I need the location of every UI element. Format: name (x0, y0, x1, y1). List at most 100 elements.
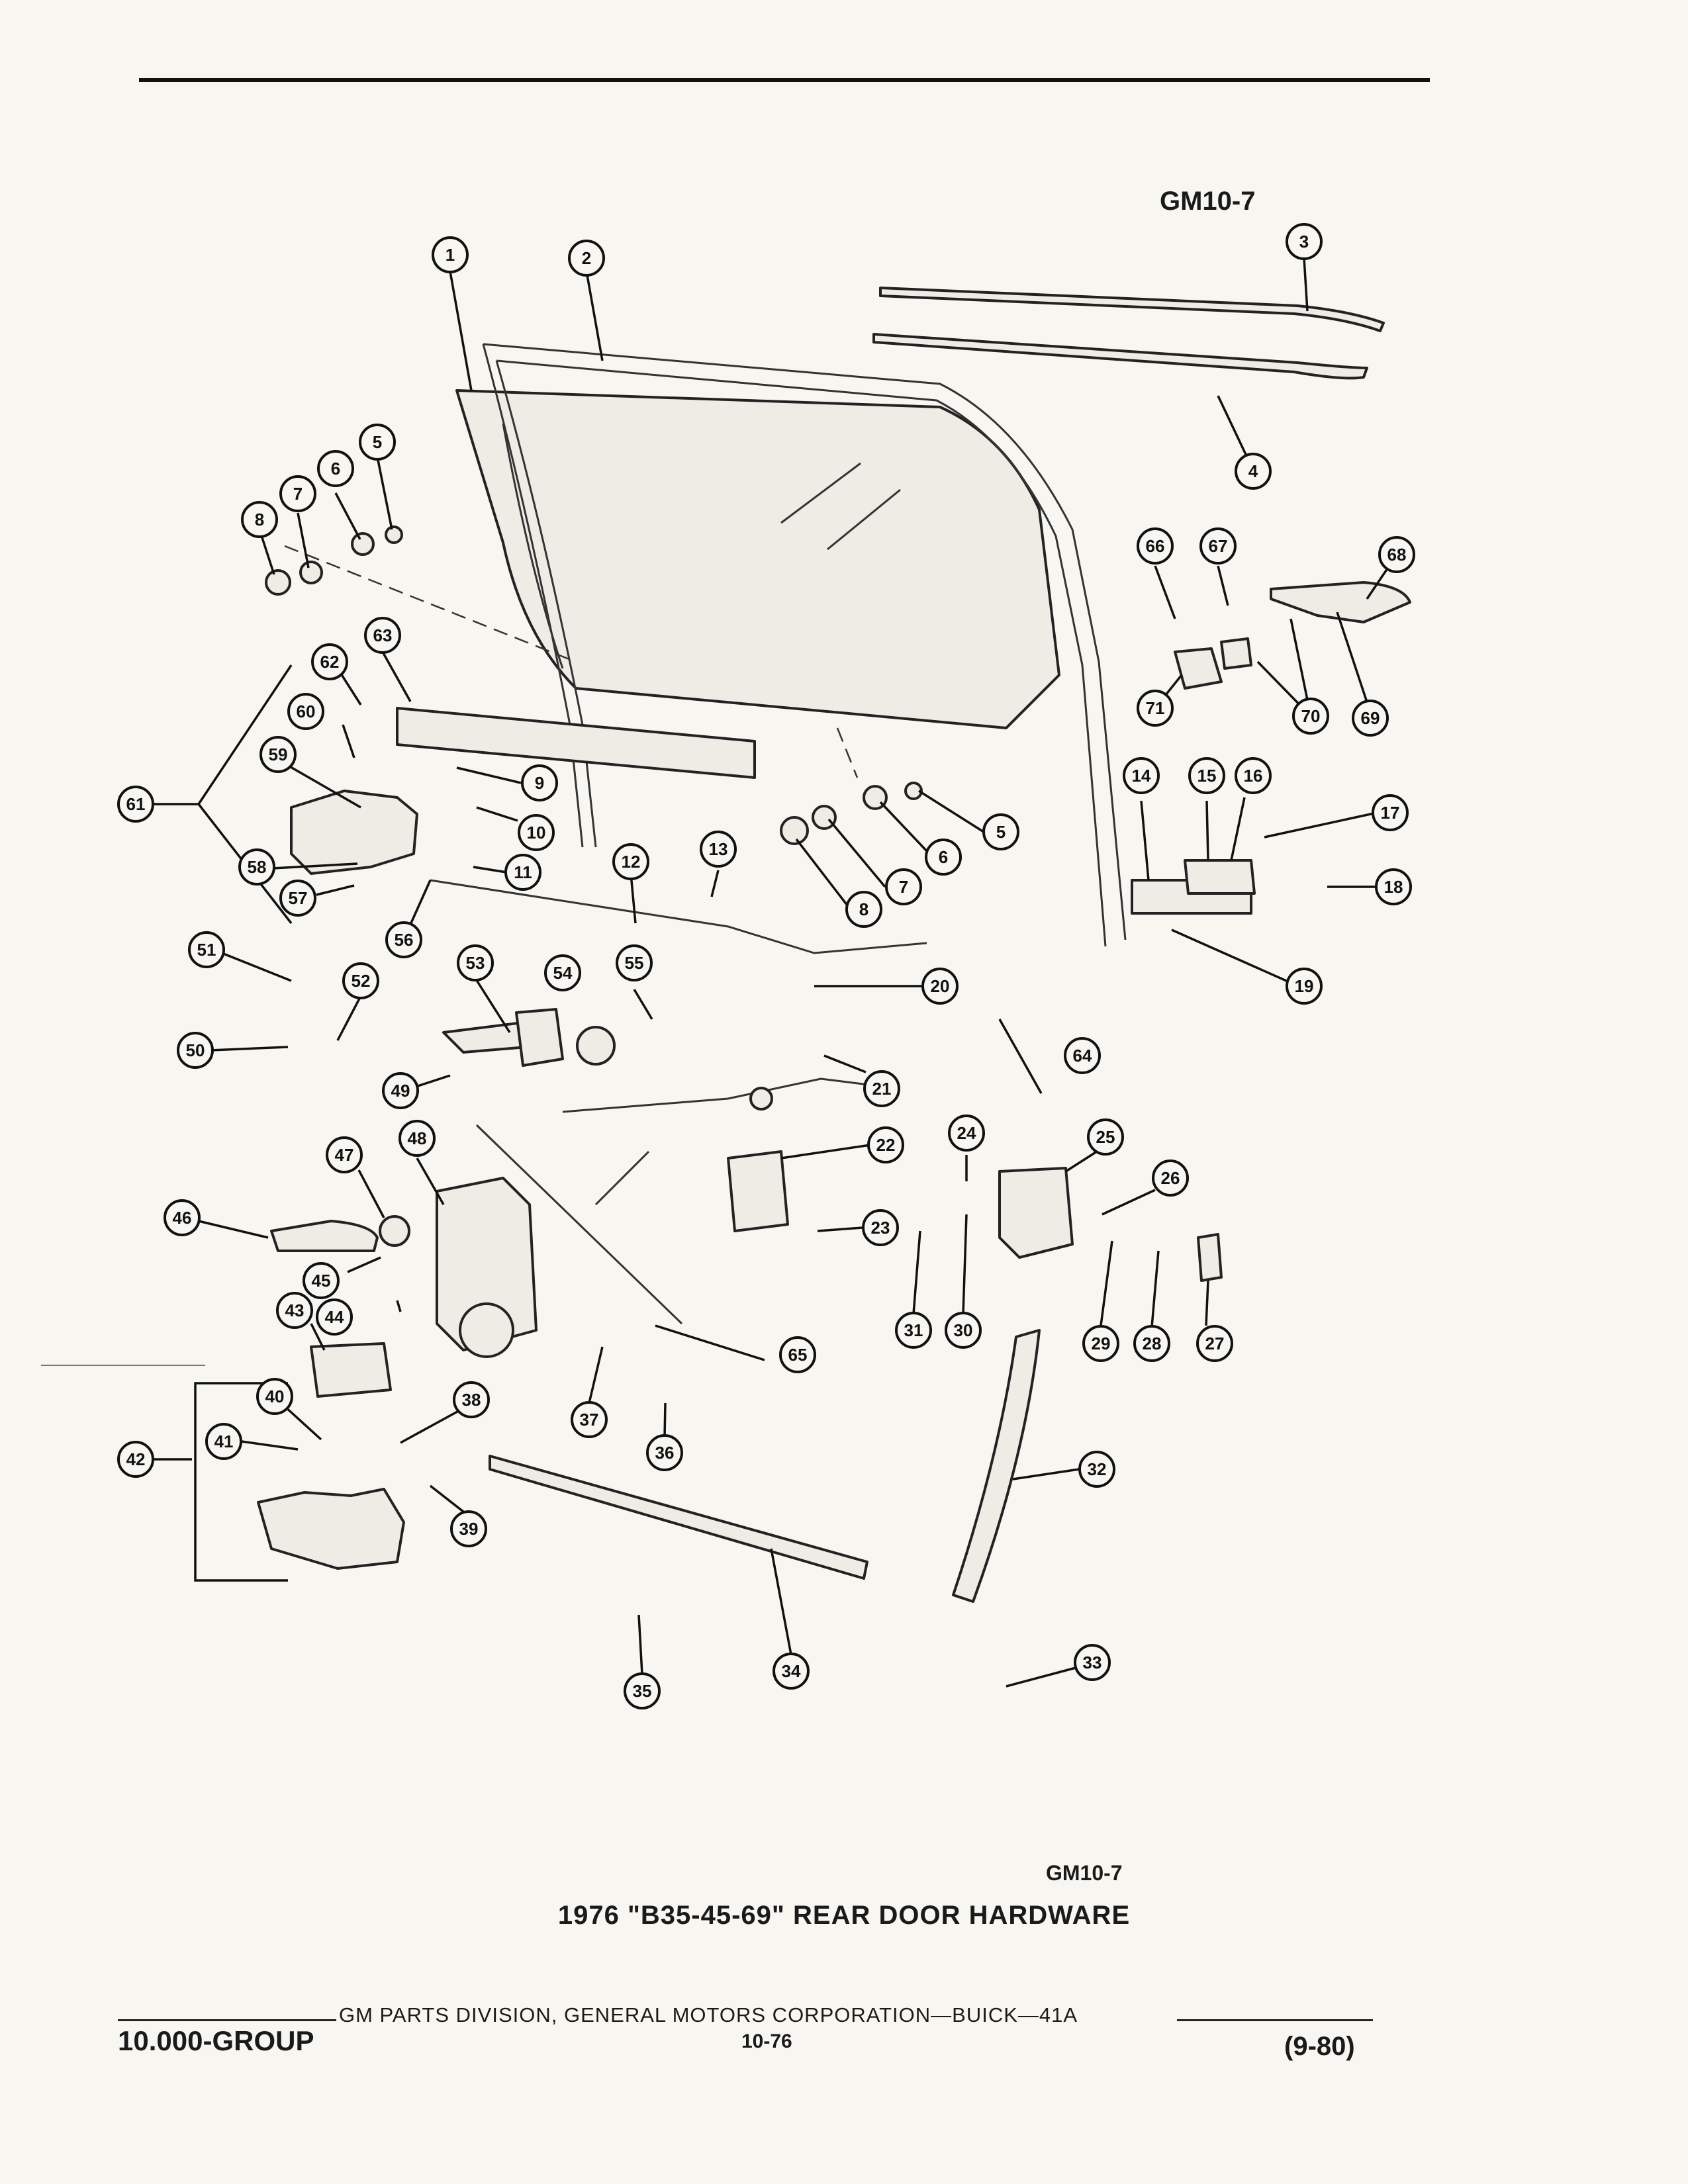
svg-text:28: 28 (1143, 1334, 1162, 1353)
svg-text:8: 8 (255, 510, 264, 529)
svg-text:20: 20 (931, 976, 950, 996)
svg-text:6: 6 (939, 847, 948, 867)
svg-text:68: 68 (1387, 545, 1407, 565)
callout-17: 17 (1372, 794, 1409, 831)
svg-text:17: 17 (1381, 803, 1400, 823)
roller-5 (385, 525, 403, 544)
svg-text:43: 43 (285, 1300, 305, 1320)
svg-text:62: 62 (320, 652, 340, 672)
callout-29: 29 (1082, 1325, 1119, 1362)
callout-19: 19 (1286, 968, 1323, 1005)
callout-54: 54 (544, 954, 581, 991)
callout-51: 51 (188, 931, 225, 968)
door-check (310, 1342, 392, 1398)
svg-text:32: 32 (1088, 1459, 1107, 1479)
callout-15: 15 (1188, 757, 1225, 794)
callout-58: 58 (238, 848, 275, 886)
svg-text:48: 48 (408, 1128, 427, 1148)
callout-46: 46 (164, 1199, 201, 1236)
callout-16: 16 (1235, 757, 1272, 794)
handle-escutcheon (576, 1026, 616, 1066)
callout-33: 33 (1074, 1644, 1111, 1681)
callout-47: 47 (326, 1136, 363, 1173)
svg-text:15: 15 (1197, 766, 1217, 786)
svg-text:34: 34 (782, 1661, 801, 1681)
callout-24: 24 (948, 1115, 985, 1152)
svg-text:51: 51 (197, 940, 216, 960)
svg-text:21: 21 (872, 1079, 892, 1099)
callout-43: 43 (276, 1292, 313, 1329)
svg-text:63: 63 (373, 625, 393, 645)
svg-text:5: 5 (373, 432, 382, 452)
callout-59: 59 (259, 736, 297, 773)
svg-text:59: 59 (269, 745, 288, 764)
bracket-42 (194, 1382, 288, 1582)
window-regulator (436, 1177, 538, 1351)
leader-lines (152, 257, 1393, 1688)
callout-71: 71 (1137, 690, 1174, 727)
callout-22: 22 (867, 1126, 904, 1163)
svg-text:35: 35 (633, 1681, 652, 1701)
callout-63: 63 (364, 617, 401, 654)
svg-text:31: 31 (904, 1320, 923, 1340)
callout-64: 64 (1064, 1037, 1101, 1074)
footer-page-number: 10-76 (741, 2030, 792, 2052)
footer-group: 10.000-GROUP (118, 2025, 314, 2056)
callout-5-lower: 5 (982, 813, 1019, 850)
svg-text:29: 29 (1092, 1334, 1111, 1353)
callout-13: 13 (700, 831, 737, 868)
upper-hinge (290, 790, 418, 875)
svg-text:11: 11 (514, 862, 532, 882)
svg-text:45: 45 (312, 1271, 331, 1291)
bracket-61 (197, 664, 293, 925)
svg-text:24: 24 (957, 1123, 976, 1143)
svg-text:14: 14 (1132, 766, 1151, 786)
callout-42: 42 (117, 1441, 154, 1478)
callout-7-lower: 7 (885, 868, 922, 905)
callout-38: 38 (453, 1381, 490, 1418)
callout-2: 2 (568, 240, 605, 277)
callout-26: 26 (1152, 1160, 1189, 1197)
svg-text:67: 67 (1209, 536, 1228, 556)
svg-text:1: 1 (445, 245, 455, 265)
svg-text:50: 50 (186, 1040, 205, 1060)
side-rule (41, 1365, 205, 1366)
header-rule (139, 78, 1430, 82)
callout-11: 11 (504, 854, 541, 891)
svg-text:54: 54 (553, 963, 573, 983)
roller-6 (351, 532, 375, 556)
callout-69: 69 (1352, 700, 1389, 737)
rear-run-channel (952, 1329, 1041, 1603)
window-crank (270, 1220, 379, 1252)
glass-lift-channel (396, 707, 756, 779)
callout-23: 23 (862, 1209, 899, 1246)
callout-30: 30 (945, 1312, 982, 1349)
callout-57: 57 (279, 880, 316, 917)
callout-55: 55 (616, 944, 653, 981)
svg-text:27: 27 (1205, 1334, 1225, 1353)
svg-text:13: 13 (709, 839, 728, 859)
svg-text:5: 5 (996, 822, 1006, 842)
footer-date: (9-80) (1284, 2032, 1355, 2061)
callout-60: 60 (287, 693, 324, 730)
callout-7-upper: 7 (279, 475, 316, 512)
svg-text:53: 53 (466, 953, 485, 973)
callout-52: 52 (342, 962, 379, 999)
svg-text:70: 70 (1301, 706, 1321, 726)
callout-53: 53 (457, 944, 494, 981)
callout-34: 34 (773, 1653, 810, 1690)
outside-handle (1270, 581, 1411, 623)
svg-text:60: 60 (297, 702, 316, 721)
callout-9: 9 (521, 764, 558, 801)
roller-5b (904, 782, 923, 800)
svg-text:23: 23 (871, 1218, 890, 1238)
svg-text:6: 6 (331, 459, 340, 478)
door-glass (455, 389, 1060, 729)
svg-text:69: 69 (1361, 708, 1380, 728)
callout-65: 65 (779, 1336, 816, 1373)
door-lock (998, 1167, 1074, 1259)
svg-text:46: 46 (173, 1208, 192, 1228)
handle-pad-71 (1174, 647, 1223, 690)
callout-14: 14 (1123, 757, 1160, 794)
